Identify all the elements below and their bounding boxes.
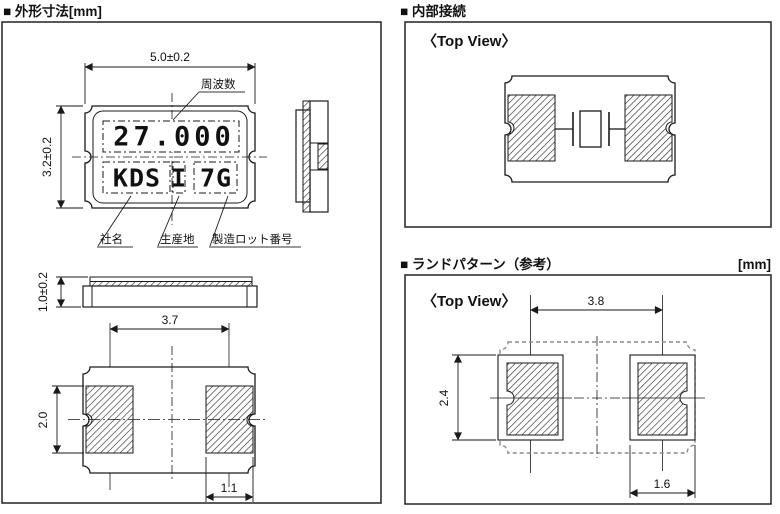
dim-land-pitch-text: 3.8 [588,294,605,308]
section-outline-title: ■ 外形寸法[mm] [3,3,102,19]
leader-line-origin [157,195,180,247]
marking-frequency-text: 27.000 [113,122,235,153]
dim-thickness-text: 1.0±0.2 [36,272,50,312]
dim-pad-pitch-text: 3.7 [162,313,179,327]
internal-view-label: 〈Top View〉 [422,32,516,50]
internal-panel-border [404,21,772,228]
dim-land-height-text: 2.4 [437,389,451,406]
leader-line-frequency [172,91,200,121]
section-land: ■ ランドパターン（参考） [mm] 〈Top View〉 3.8 2.4 1.… [400,256,772,505]
outline-side-view [295,100,329,213]
label-frequency: 周波数 [201,77,236,91]
marking-box-lot [193,161,238,194]
section-land-title: ■ ランドパターン（参考） [400,256,560,272]
section-land-unit: [mm] [738,257,771,272]
outline-front-view: 1.0±0.2 [36,272,258,312]
crystal-element [579,110,602,148]
dim-land-width-text: 1.6 [654,477,671,491]
leader-line-lot [209,195,229,247]
marking-box-company [102,161,171,194]
marking-box-frequency [102,120,240,153]
outline-bottom-view: 3.7 2.0 1.1 [36,313,268,502]
land-pad-right-hatch [637,362,688,436]
section-internal-title: ■ 内部接続 [400,3,466,19]
leader-line-company [97,195,132,247]
outline-panel-border [1,21,382,504]
internal-pad-left-hatch [507,94,556,162]
front-view-seal-hatch [89,281,253,287]
label-company: 社名 [100,232,123,246]
crystal-symbol [555,110,625,148]
front-view-body [82,285,258,308]
label-lot: 製造ロット番号 [212,232,293,246]
land-panel-border [404,274,772,505]
marking-box-origin [172,161,186,194]
land-pad-left-hatch [506,362,559,436]
side-view-seal-hatch [302,100,311,213]
dim-pad-width-text: 1.1 [221,481,238,495]
marking-origin-text: I [171,164,187,193]
internal-pad-right-hatch [624,94,673,162]
marking-company-text: KDS [113,164,161,193]
marking-lot-text: 7G [200,164,232,193]
dim-pad-height-text: 2.0 [36,411,50,428]
dim-height-text: 3.2±0.2 [40,137,54,177]
land-view-label: 〈Top View〉 [422,292,516,310]
dim-width-text: 5.0±0.2 [150,50,190,64]
outline-top-view: 5.0±0.2 3.2±0.2 27.000 KDS I 7G [40,50,301,248]
side-view-terminal-hatch [317,143,329,170]
section-internal: ■ 内部接続 〈Top View〉 [400,3,772,228]
label-origin: 生産地 [160,232,195,246]
front-view-lid [89,276,253,282]
section-outline: ■ 外形寸法[mm] 5.0±0.2 3.2±0.2 [1,3,382,504]
